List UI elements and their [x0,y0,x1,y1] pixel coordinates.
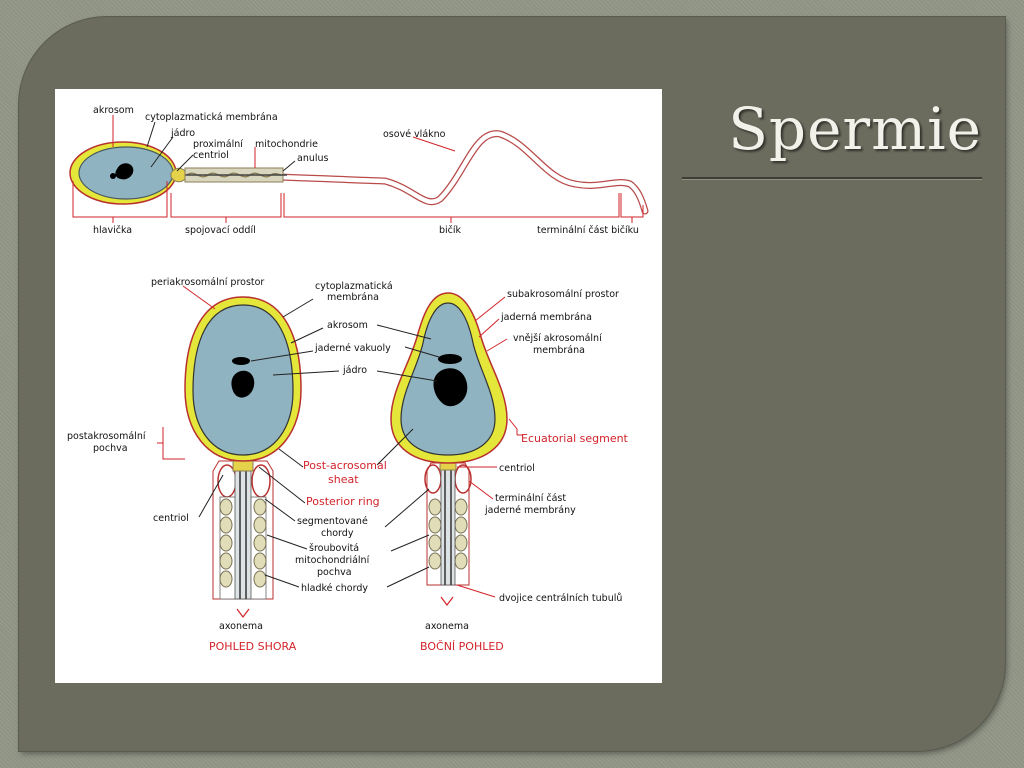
label-postakrosomalni-2: pochva [93,443,128,454]
top-view-head-drawing [184,296,302,618]
label-spojovaci-oddil: spojovací oddíl [185,225,256,236]
slide-title: Spermie [728,95,982,163]
label-post-acrosomal-2: sheat [328,473,359,486]
label-posterior-ring: Posterior ring [306,495,380,508]
label-terminalni-cast-1: terminální část [495,493,566,504]
label-axonema-left: axonema [219,621,263,632]
label-osove-vlakno: osové vlákno [383,129,446,140]
whole-sperm-drawing [69,130,649,215]
caption-bocni-pohled: BOČNÍ POHLED [420,640,504,653]
label-hlavicka: hlavička [93,225,132,236]
caption-pohled-shora: POHLED SHORA [209,640,297,653]
label-vnejsi-akrosomalni-2: membrána [533,345,585,356]
label-axonema-right: axonema [425,621,469,632]
label-cytoplazmaticka-2: membrána [327,292,379,303]
side-view-head-drawing [390,292,508,606]
label-subakrosomalni-prostor: subakrosomální prostor [507,289,619,300]
label-centriol-right: centriol [499,463,535,474]
label-cytoplazmaticka-membrana-top: cytoplazmatická membrána [145,112,278,123]
label-dvojice-centralnich-tubulu: dvojice centrálních tubulů [499,593,622,604]
label-sroubovita-1: šroubovitá [309,543,359,554]
label-post-acrosomal-1: Post-acrosomal [303,459,387,472]
label-terminalni-cast-biciku: terminální část bičíku [537,225,639,236]
label-segmentovane-2: chordy [321,528,354,539]
label-jadro-top: jádro [170,128,195,139]
label-postakrosomalni-1: postakrosomální [67,431,146,442]
label-centriol-top: centriol [193,150,229,161]
label-jaderne-vakuoly: jaderné vakuoly [314,343,391,354]
label-sroubovita-2: mitochondriální [295,555,370,566]
label-periakrosomalni-prostor: periakrosomální prostor [151,277,264,288]
label-sroubovita-3: pochva [317,567,352,578]
label-cytoplazmaticka-1: cytoplazmatická [315,281,393,292]
label-proximalni: proximální [193,139,243,150]
label-centriol-left: centriol [153,513,189,524]
label-terminalni-cast-2: jaderné membrány [484,505,576,516]
label-segmentovane-1: segmentované [297,516,368,527]
label-akrosom-left: akrosom [327,320,368,331]
label-bicik: bičík [439,225,462,236]
label-hladke-chordy: hladké chordy [301,583,368,594]
label-anulus: anulus [297,153,329,164]
label-ecuatorial-segment: Ecuatorial segment [521,432,629,445]
label-jadro-left: jádro [342,365,367,376]
sperm-diagram-figure: akrosom cytoplazmatická membrána jádro p… [55,89,662,683]
label-akrosom-top: akrosom [93,105,134,116]
label-mitochondrie: mitochondrie [255,139,318,150]
label-vnejsi-akrosomalni-1: vnější akrosomální [513,333,602,344]
title-underline [682,177,982,180]
label-jaderna-membrana: jaderná membrána [500,312,592,323]
